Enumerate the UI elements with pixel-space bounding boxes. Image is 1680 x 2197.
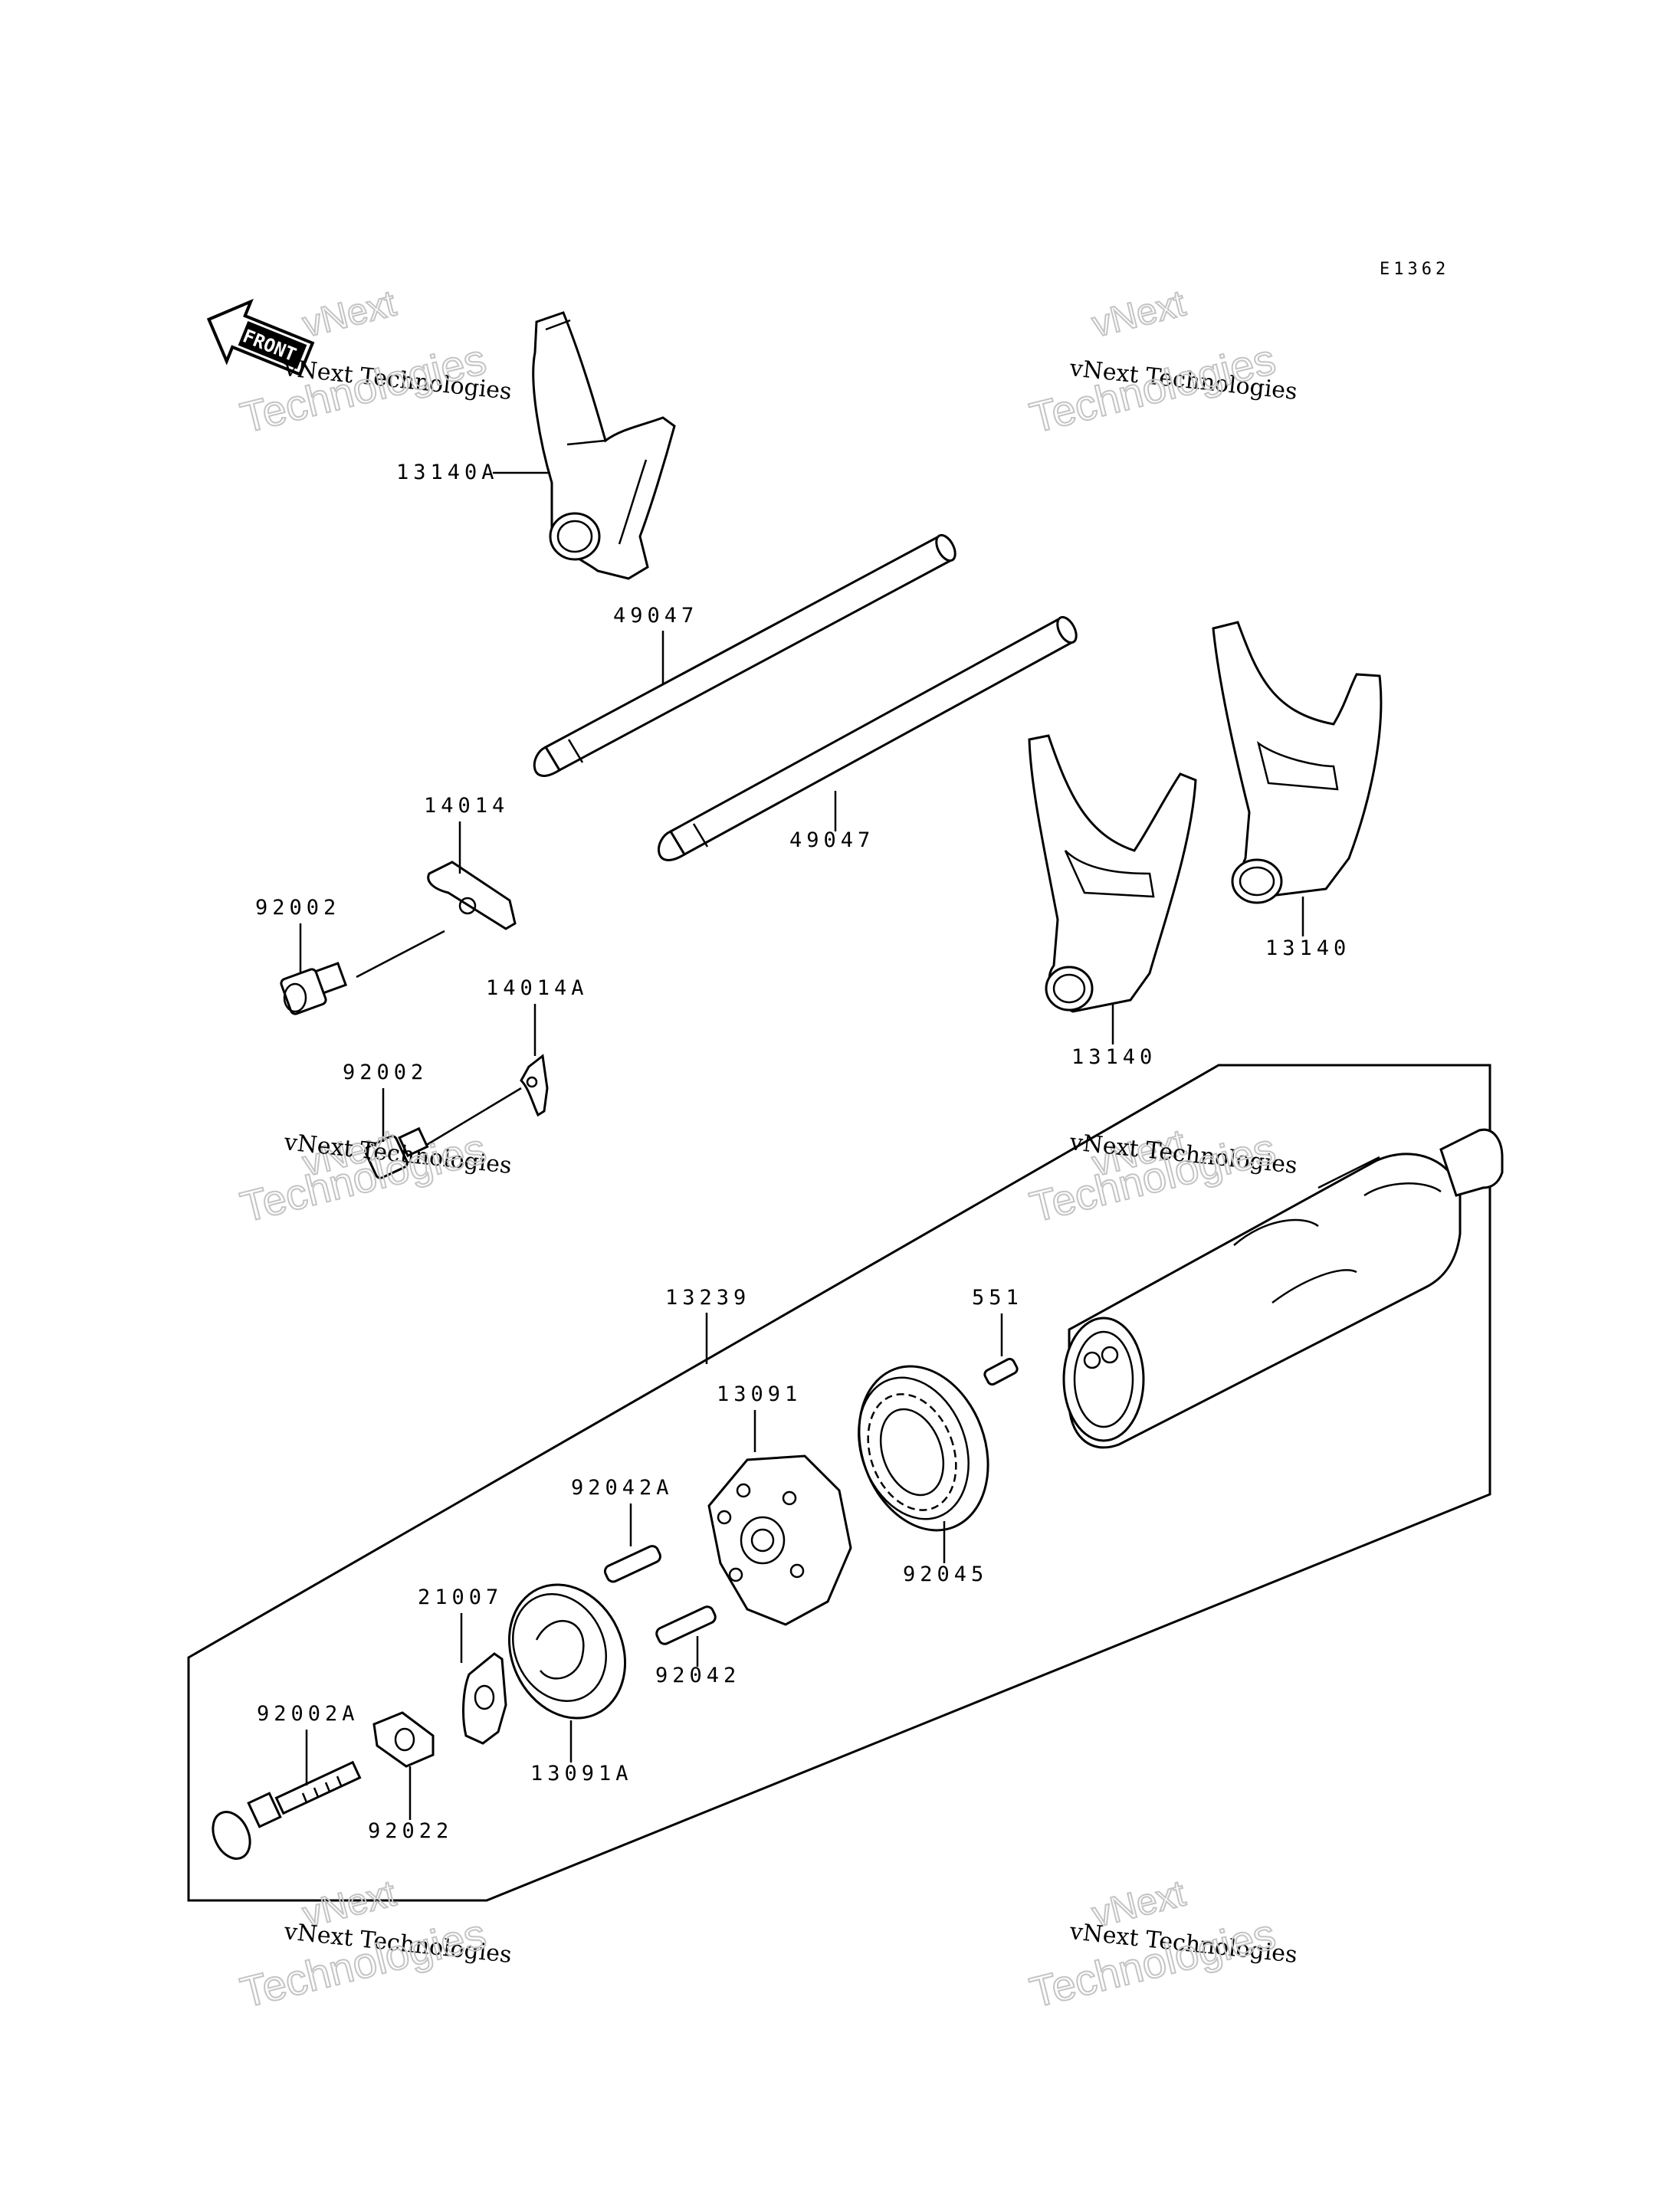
bolt-92002-lower xyxy=(364,1087,522,1179)
drum-assembly-outline xyxy=(187,1064,1491,1902)
bearing-92045 xyxy=(858,1365,989,1532)
collar-92022 xyxy=(372,1711,435,1768)
label-92022: 92022 xyxy=(368,1819,453,1843)
shift-fork-13140A xyxy=(532,311,676,580)
label-92045: 92045 xyxy=(903,1562,988,1586)
pin-holder-13091 xyxy=(707,1454,852,1626)
label-13091: 13091 xyxy=(717,1382,802,1406)
label-551: 551 xyxy=(972,1286,1023,1310)
label-13140-left: 13140 xyxy=(1071,1045,1157,1069)
diagram-code: E1362 xyxy=(1380,260,1449,279)
svg-text:Technologies: Technologies xyxy=(1025,334,1280,441)
label-13239: 13239 xyxy=(665,1286,750,1310)
shift-fork-13140-left xyxy=(1028,734,1197,1013)
pin-92042A xyxy=(603,1545,661,1583)
stopper-lever-21007 xyxy=(462,1652,507,1745)
watermark-bottom-right: vNext vNext Technologies Technologies xyxy=(1025,1873,1299,2018)
label-13140-right: 13140 xyxy=(1265,936,1350,960)
stopper-plate-14014 xyxy=(427,861,517,930)
shift-drum xyxy=(1062,1128,1504,1449)
svg-text:vNext: vNext xyxy=(299,284,400,346)
svg-text:vNext: vNext xyxy=(1088,284,1189,346)
cam-plate-13091A xyxy=(507,1583,627,1720)
bolt-92002A xyxy=(212,1760,362,1860)
shift-fork-13140-right xyxy=(1212,621,1383,904)
shift-rod-lower xyxy=(658,615,1078,861)
bolt-92002-upper xyxy=(280,930,445,1015)
label-13140A: 13140A xyxy=(396,461,499,484)
label-14014A: 14014A xyxy=(486,976,589,1000)
stopper-plate-14014A xyxy=(520,1054,549,1117)
svg-text:Technologies: Technologies xyxy=(236,1909,491,2016)
label-92042A: 92042A xyxy=(571,1476,674,1500)
label-49047-upper: 49047 xyxy=(613,604,698,628)
label-92002A: 92002A xyxy=(257,1702,359,1726)
watermark-mid-right: vNext vNext Technologies Technologies xyxy=(1025,1122,1299,1232)
pin-92042 xyxy=(655,1605,717,1645)
watermark-mid-left: vNext vNext Technologies Technologies xyxy=(235,1122,514,1232)
label-92002-lower: 92002 xyxy=(343,1061,428,1084)
shift-rod-upper xyxy=(533,533,956,777)
watermark-top-right: vNext vNext Technologies Technologies xyxy=(1025,283,1299,443)
watermark-bottom-left: vNext vNext Technologies Technologies xyxy=(235,1873,514,2018)
svg-text:Technologies: Technologies xyxy=(1025,1909,1280,2016)
label-92042: 92042 xyxy=(655,1664,740,1687)
label-13091A: 13091A xyxy=(530,1762,633,1785)
label-21007: 21007 xyxy=(418,1585,503,1609)
pin-551 xyxy=(983,1357,1019,1386)
label-14014: 14014 xyxy=(424,794,509,818)
label-49047-lower: 49047 xyxy=(789,828,874,852)
label-92002-upper: 92002 xyxy=(255,896,340,920)
